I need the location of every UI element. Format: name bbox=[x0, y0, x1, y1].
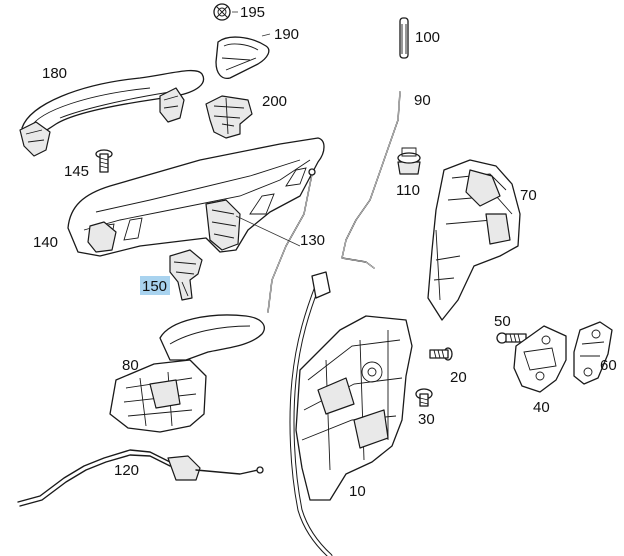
callout-30[interactable]: 30 bbox=[418, 411, 435, 428]
part-120-bowden-cable[interactable] bbox=[17, 449, 264, 507]
part-20-screw[interactable] bbox=[429, 347, 453, 361]
part-190-cap[interactable] bbox=[215, 36, 270, 80]
part-10-door-lock[interactable] bbox=[295, 315, 413, 501]
part-110-grommet[interactable] bbox=[397, 147, 421, 175]
part-80-bracket[interactable] bbox=[109, 314, 265, 433]
callout-200[interactable]: 200 bbox=[262, 93, 287, 110]
callout-60[interactable]: 60 bbox=[600, 357, 617, 374]
part-70-lock-bracket[interactable] bbox=[427, 159, 521, 321]
part-40-striker[interactable] bbox=[513, 325, 567, 393]
part-100-pin[interactable] bbox=[399, 17, 409, 59]
callout-195[interactable]: 195 bbox=[240, 4, 265, 21]
callout-180[interactable]: 180 bbox=[42, 65, 67, 82]
callout-labels: 195 190 180 200 145 140 150 130 100 90 1… bbox=[33, 4, 617, 500]
part-140-handle-carrier[interactable] bbox=[67, 137, 325, 257]
part-actuator-cable[interactable] bbox=[289, 271, 333, 556]
callout-190[interactable]: 190 bbox=[274, 26, 299, 43]
part-50-bolt[interactable] bbox=[496, 332, 527, 344]
callout-70[interactable]: 70 bbox=[520, 187, 537, 204]
part-145-screw[interactable] bbox=[95, 149, 113, 173]
leader-lines bbox=[232, 11, 301, 247]
callout-10[interactable]: 10 bbox=[349, 483, 366, 500]
part-130-rod[interactable] bbox=[267, 168, 316, 313]
callout-150[interactable]: 150 bbox=[142, 278, 167, 295]
part-180-door-handle[interactable] bbox=[19, 69, 205, 157]
part-60-backing-plate[interactable] bbox=[573, 321, 613, 385]
part-200-bracket-clip[interactable] bbox=[205, 95, 253, 139]
callout-90[interactable]: 90 bbox=[414, 92, 431, 109]
callout-100[interactable]: 100 bbox=[415, 29, 440, 46]
callout-130[interactable]: 130 bbox=[300, 232, 325, 249]
part-90-rod[interactable] bbox=[341, 91, 401, 269]
callout-50[interactable]: 50 bbox=[494, 313, 511, 330]
callout-80[interactable]: 80 bbox=[122, 357, 139, 374]
part-150-lock-insert[interactable] bbox=[169, 249, 203, 301]
callout-120[interactable]: 120 bbox=[114, 462, 139, 479]
part-30-screw[interactable] bbox=[415, 388, 433, 407]
callout-40[interactable]: 40 bbox=[533, 399, 550, 416]
callout-20[interactable]: 20 bbox=[450, 369, 467, 386]
part-195-clip[interactable] bbox=[213, 3, 231, 21]
callout-140[interactable]: 140 bbox=[33, 234, 58, 251]
callout-110[interactable]: 110 bbox=[396, 182, 420, 199]
callout-145[interactable]: 145 bbox=[64, 163, 89, 180]
callout-150-highlight bbox=[140, 276, 170, 295]
